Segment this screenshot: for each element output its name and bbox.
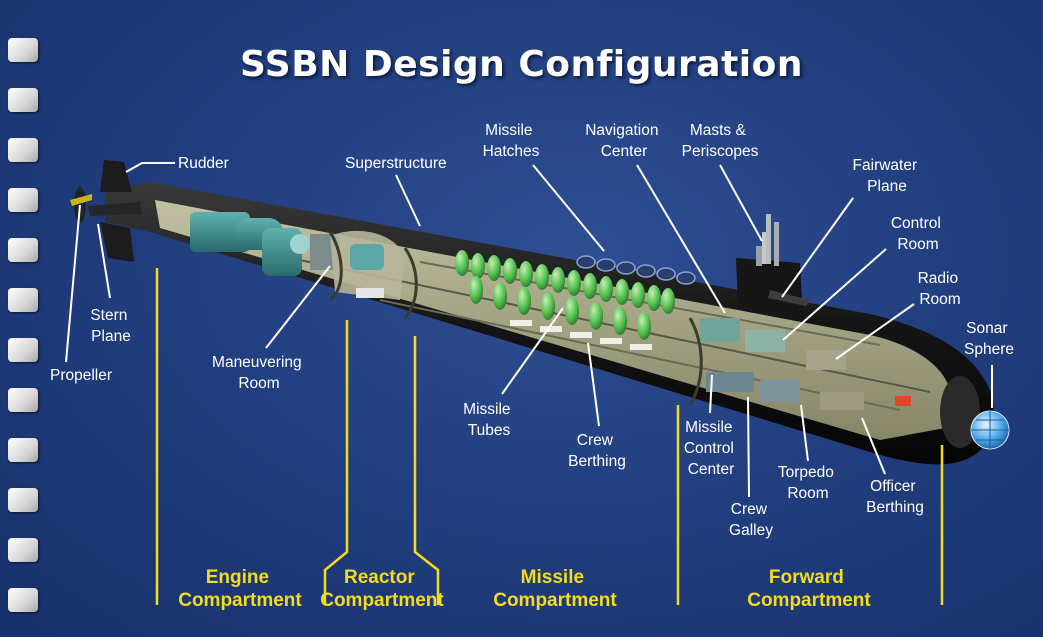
label-sonar-sphere: Sonar Sphere bbox=[964, 320, 1014, 358]
spiral-binding-ring bbox=[8, 588, 38, 612]
label-control-room: Control Room bbox=[891, 215, 945, 253]
compartment-label-forward: Forward Compartment bbox=[747, 567, 871, 611]
reactor-divider-left bbox=[323, 320, 349, 605]
sonar-sphere bbox=[940, 376, 1010, 450]
spiral-binding-ring bbox=[8, 538, 38, 562]
label-superstructure: Superstructure bbox=[345, 155, 447, 172]
leader-line-crew-galley bbox=[747, 396, 750, 498]
label-masts-periscopes: Masts & Periscopes bbox=[682, 122, 759, 160]
leader-line-stern-plane bbox=[97, 223, 111, 299]
label-officer-berthing: Officer Berthing bbox=[866, 478, 924, 516]
label-rudder: Rudder bbox=[178, 155, 229, 172]
label-missile-hatches: Missile Hatches bbox=[483, 122, 540, 160]
leader-line-torpedo-room bbox=[800, 404, 809, 462]
spiral-binding-ring bbox=[8, 38, 38, 62]
label-missile-control-center: Missile Control Center bbox=[684, 419, 738, 478]
leader-line-missile-tubes bbox=[501, 307, 564, 395]
label-crew-galley: Crew Galley bbox=[729, 501, 773, 539]
compartment-label-reactor: Reactor Compartment bbox=[320, 567, 444, 611]
spiral-binding-ring bbox=[8, 338, 38, 362]
spiral-binding-ring bbox=[8, 138, 38, 162]
label-crew-berthing: Crew Berthing bbox=[568, 432, 626, 470]
leader-lines bbox=[65, 162, 993, 498]
leader-line-rudder bbox=[125, 162, 175, 173]
leader-line-superstructure bbox=[395, 174, 421, 227]
diagram-title: SSBN Design Configuration bbox=[240, 44, 803, 85]
compartment-dividers bbox=[155, 268, 944, 605]
label-torpedo-room: Torpedo Room bbox=[778, 464, 838, 502]
leader-line-propeller bbox=[65, 204, 81, 363]
spiral-binding-ring bbox=[8, 438, 38, 462]
spiral-binding-ring bbox=[8, 288, 38, 312]
leader-line-maneuvering-room bbox=[265, 265, 331, 349]
leader-line-missile-hatches bbox=[532, 164, 605, 252]
leader-line-radio-room bbox=[835, 303, 915, 360]
missile-tubes-group bbox=[455, 250, 675, 350]
compartment-label-missile: Missile Compartment bbox=[493, 567, 617, 611]
leader-line-missile-control-center bbox=[709, 374, 713, 414]
leader-line-control-room bbox=[782, 248, 887, 341]
leader-line-masts-periscopes bbox=[719, 164, 763, 242]
leader-line-fairwater-plane bbox=[781, 197, 854, 298]
label-maneuvering-room: Maneuvering Room bbox=[212, 354, 306, 392]
compartment-label-engine: Engine Compartment bbox=[178, 567, 302, 611]
spiral-binding-ring bbox=[8, 488, 38, 512]
spiral-binding-ring bbox=[8, 88, 38, 112]
missile-hatches-group bbox=[576, 255, 696, 285]
spiral-binding-ring bbox=[8, 388, 38, 412]
reactor-divider-right bbox=[413, 336, 440, 605]
label-navigation-center: Navigation Center bbox=[585, 122, 663, 160]
leader-line-crew-berthing bbox=[587, 342, 600, 427]
spiral-binding-ring bbox=[8, 188, 38, 212]
leader-line-officer-berthing bbox=[861, 417, 886, 475]
label-radio-room: Radio Room bbox=[918, 270, 963, 308]
label-fairwater-plane: Fairwater Plane bbox=[853, 157, 922, 195]
label-stern-plane: Stern Plane bbox=[90, 307, 131, 345]
label-propeller: Propeller bbox=[50, 367, 112, 384]
label-missile-tubes: Missile Tubes bbox=[463, 401, 515, 439]
leader-line-navigation-center bbox=[636, 164, 726, 314]
spiral-binding-ring bbox=[8, 238, 38, 262]
